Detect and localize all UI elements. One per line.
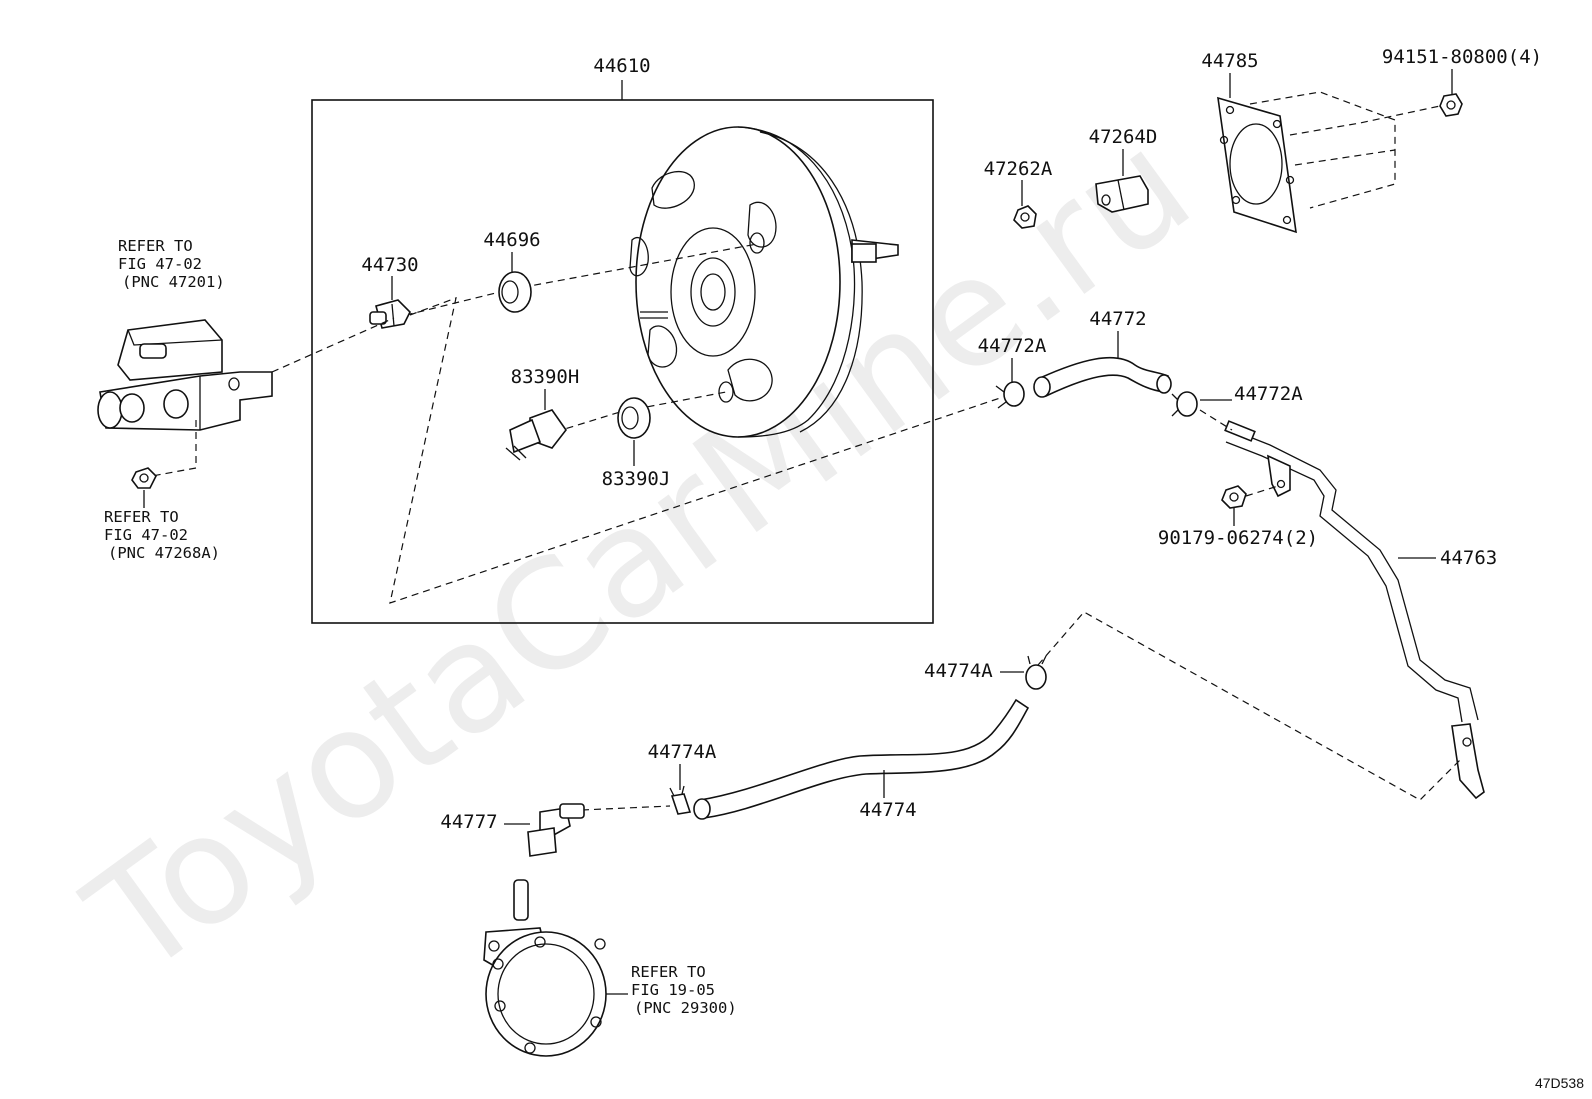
nut-47262A-icon[interactable] <box>1013 205 1037 229</box>
part-number-44774A-lower[interactable]: 44774A <box>648 741 717 763</box>
nut-90179-icon[interactable] <box>1221 485 1247 509</box>
part-number-44772A-right[interactable]: 44772A <box>1234 383 1303 405</box>
part-number-47262A[interactable]: 47262A <box>984 158 1053 180</box>
clamp-44772A-right-icon[interactable] <box>1171 391 1198 417</box>
part-number-44774A-upper[interactable]: 44774A <box>924 660 993 682</box>
sensor-83390H-icon[interactable] <box>505 409 567 461</box>
nut-94151-icon[interactable] <box>1439 93 1463 117</box>
part-number-44730[interactable]: 44730 <box>361 254 418 276</box>
nut-47268A-icon[interactable] <box>131 467 157 489</box>
part-number-47264D[interactable]: 47264D <box>1089 126 1158 148</box>
watermark-text: ToyotaCarMine.ru <box>58 98 1221 1010</box>
clamp-44774A-upper-icon[interactable] <box>1025 655 1047 690</box>
part-number-44763[interactable]: 44763 <box>1440 547 1497 569</box>
check-valve-44777-icon[interactable] <box>527 803 585 857</box>
part-number-44772A-left[interactable]: 44772A <box>978 335 1047 357</box>
svg-text:FIG 19-05: FIG 19-05 <box>631 981 715 999</box>
reference-note-1: REFER TO FIG 47-02 (PNC 47201) <box>118 237 225 291</box>
reference-note-2: REFER TO FIG 47-02 (PNC 47268A) <box>104 508 220 562</box>
brake-booster-icon[interactable] <box>629 126 899 438</box>
svg-text:REFER TO: REFER TO <box>631 963 706 981</box>
part-number-83390J[interactable]: 83390J <box>602 468 671 490</box>
check-valve-44730-icon[interactable] <box>369 299 411 329</box>
part-number-44774[interactable]: 44774 <box>859 799 916 821</box>
svg-text:FIG 47-02: FIG 47-02 <box>118 255 202 273</box>
bracket-47264D-icon[interactable] <box>1095 175 1149 213</box>
svg-text:FIG 47-02: FIG 47-02 <box>104 526 188 544</box>
master-cylinder-icon[interactable] <box>97 319 273 431</box>
part-number-94151-80800[interactable]: 94151-80800(4) <box>1382 46 1542 68</box>
part-number-44610[interactable]: 44610 <box>593 55 650 77</box>
svg-text:(PNC 47201): (PNC 47201) <box>122 273 225 291</box>
reference-note-3: REFER TO FIG 19-05 (PNC 29300) <box>631 963 737 1017</box>
part-number-44785[interactable]: 44785 <box>1201 50 1258 72</box>
gasket-44785-icon[interactable] <box>1217 96 1297 234</box>
vacuum-pump-icon[interactable] <box>483 879 607 1057</box>
part-number-44772[interactable]: 44772 <box>1089 308 1146 330</box>
part-number-44777[interactable]: 44777 <box>440 811 497 833</box>
part-number-90179-06274[interactable]: 90179-06274(2) <box>1158 527 1318 549</box>
grommet-44696-icon[interactable] <box>498 271 532 313</box>
clamp-44772A-left-icon[interactable] <box>995 381 1025 409</box>
vacuum-pipe-44763-icon[interactable] <box>1224 420 1485 800</box>
part-number-83390H[interactable]: 83390H <box>511 366 580 388</box>
clamp-44774A-lower-icon[interactable] <box>669 785 692 815</box>
hose-44772-icon[interactable] <box>1033 356 1172 398</box>
svg-text:REFER TO: REFER TO <box>104 508 179 526</box>
figure-code: 47D538 <box>1535 1075 1584 1091</box>
svg-text:REFER TO: REFER TO <box>118 237 193 255</box>
part-number-44696[interactable]: 44696 <box>483 229 540 251</box>
svg-text:(PNC 47268A): (PNC 47268A) <box>108 544 220 562</box>
hose-44774-icon[interactable] <box>693 698 1030 820</box>
svg-text:(PNC 29300): (PNC 29300) <box>634 999 737 1017</box>
grommet-83390J-icon[interactable] <box>617 397 651 439</box>
